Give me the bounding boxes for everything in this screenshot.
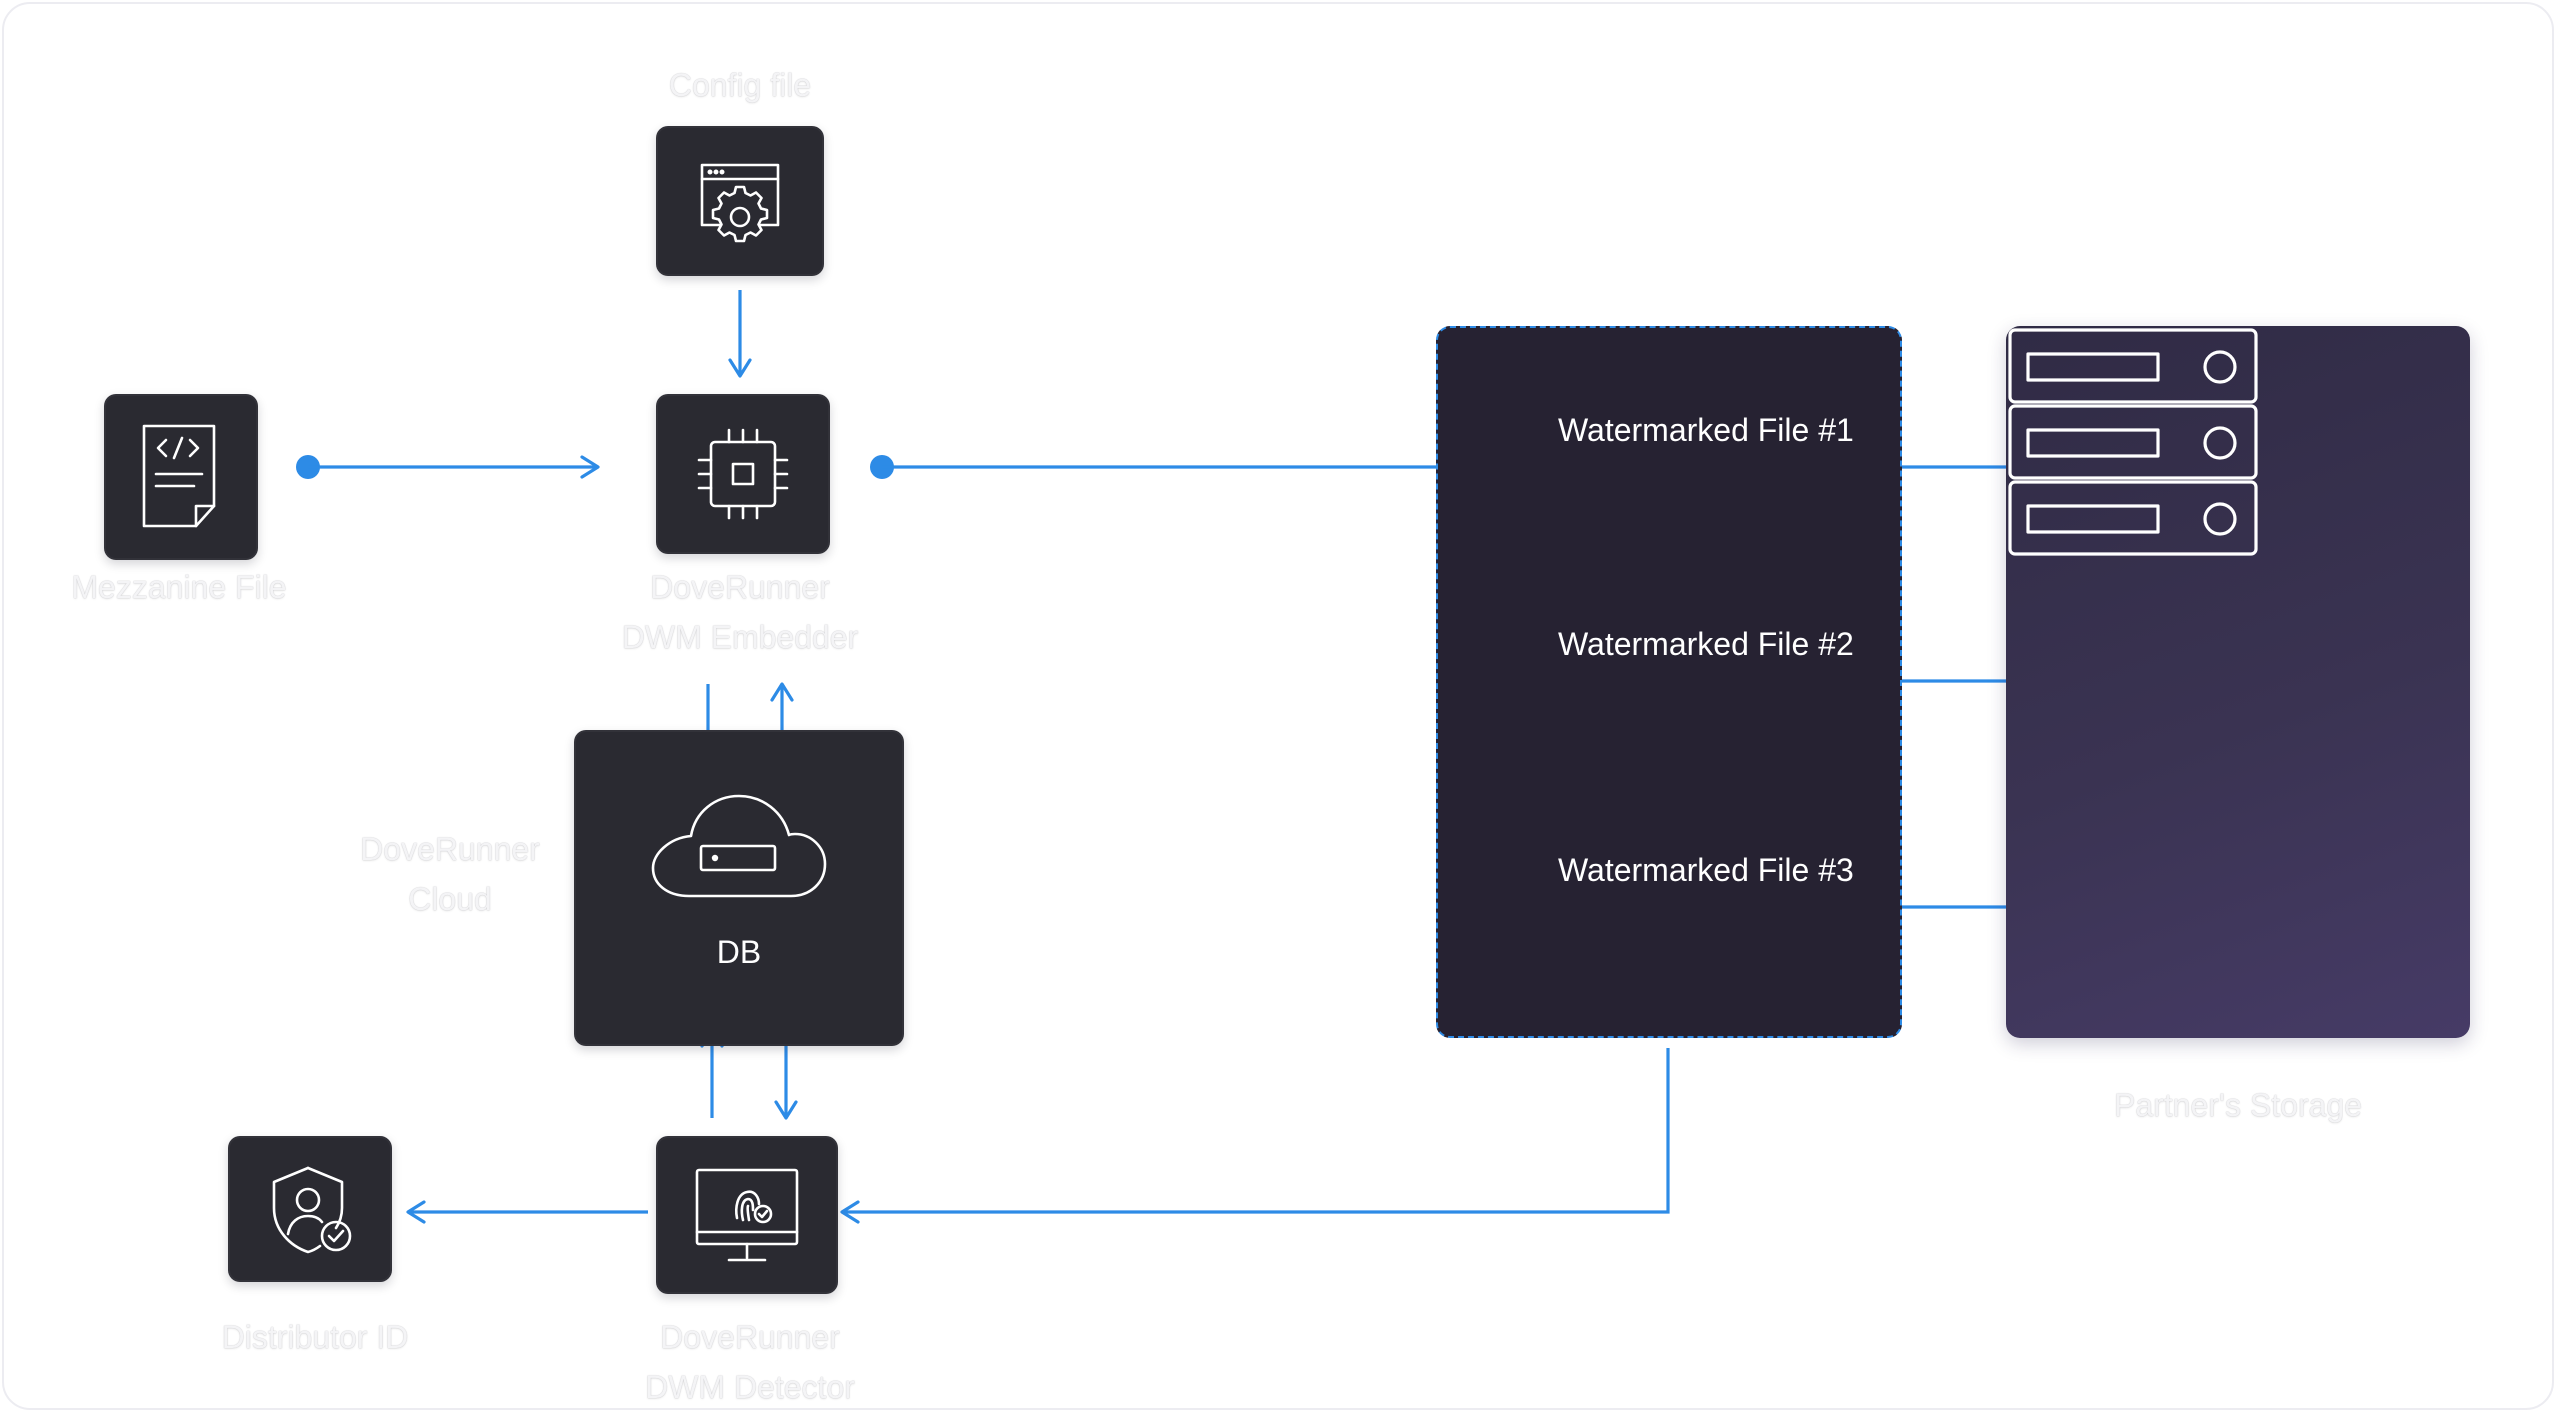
watermarked-file-1-label: Watermarked File #1 bbox=[1558, 412, 1854, 448]
monitor-fingerprint-icon bbox=[695, 1168, 799, 1262]
server-rack-icon bbox=[2008, 328, 2258, 556]
detector-node[interactable] bbox=[656, 1136, 838, 1294]
distributor-node[interactable] bbox=[228, 1136, 392, 1282]
arrow-watermarked-to-detector bbox=[840, 1048, 1670, 1224]
watermarked-file-3-label: Watermarked File #3 bbox=[1558, 852, 1854, 888]
code-document-icon bbox=[142, 424, 216, 528]
watermarked-files-panel bbox=[1436, 326, 1902, 1038]
detector-label-line1: DoveRunner bbox=[660, 1319, 840, 1355]
mezzanine-file-label: Mezzanine File bbox=[71, 569, 287, 605]
distributor-label: Distributor ID bbox=[221, 1319, 409, 1355]
cloud-db-node[interactable] bbox=[574, 730, 904, 1046]
partner-storage-panel[interactable] bbox=[2006, 326, 2470, 1038]
cloud-db-icon bbox=[651, 794, 827, 898]
watermarked-file-2-label: Watermarked File #2 bbox=[1558, 626, 1854, 662]
config-window-gear-icon bbox=[700, 163, 780, 243]
mezzanine-file-node[interactable] bbox=[104, 394, 258, 560]
embedder-node[interactable] bbox=[656, 394, 830, 554]
chip-icon bbox=[697, 428, 789, 520]
partner-storage-label: Partner's Storage bbox=[2113, 1087, 2362, 1123]
shield-user-check-icon bbox=[272, 1166, 352, 1254]
config-file-node[interactable] bbox=[656, 126, 824, 276]
embedder-label-line1: DoveRunner bbox=[650, 569, 830, 605]
embedder-label-line2: DWM Embedder bbox=[621, 619, 859, 655]
config-file-label: Config file bbox=[668, 67, 812, 103]
cloud-label-line1: DoveRunner bbox=[360, 831, 540, 867]
cloud-label-line2: Cloud bbox=[408, 881, 492, 917]
detector-label-line2: DWM Detector bbox=[645, 1369, 855, 1405]
db-label: DB bbox=[716, 934, 762, 970]
